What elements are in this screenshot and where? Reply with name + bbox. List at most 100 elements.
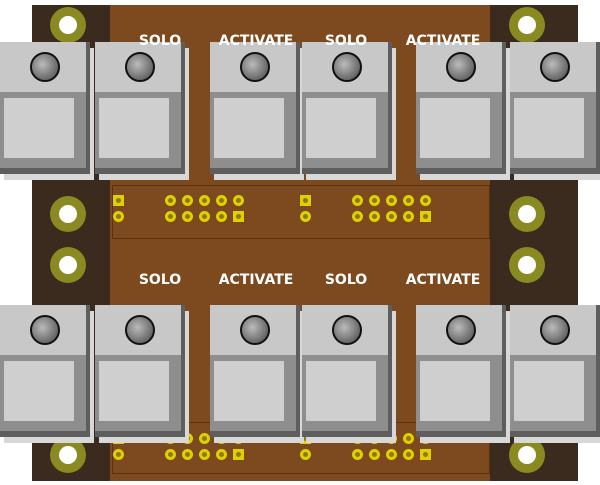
trace <box>112 185 490 239</box>
header-pad <box>352 433 363 444</box>
header-pad <box>165 433 176 444</box>
header-pad <box>403 449 414 460</box>
led-indicator-icon <box>30 52 60 82</box>
mounting-hole <box>50 247 86 283</box>
header-pad <box>352 449 363 460</box>
switch-cap <box>514 361 584 421</box>
header-pad <box>403 433 414 444</box>
header-pad <box>113 433 124 444</box>
header-pad <box>233 449 244 460</box>
led-indicator-icon <box>540 52 570 82</box>
switch-cap <box>99 98 169 158</box>
led-indicator-icon <box>30 315 60 345</box>
header-pad <box>386 195 397 206</box>
led-indicator-icon <box>125 52 155 82</box>
header-pad <box>403 211 414 222</box>
header-pad <box>403 195 414 206</box>
header-pad <box>352 195 363 206</box>
led-indicator-icon <box>240 52 270 82</box>
label-activate: ACTIVATE <box>405 272 481 288</box>
header-pad <box>182 449 193 460</box>
header-pad <box>300 195 311 206</box>
header-pad <box>233 195 244 206</box>
push-button-switch[interactable] <box>302 42 392 174</box>
header-pad <box>165 195 176 206</box>
header-pad <box>300 211 311 222</box>
switch-cap <box>4 361 74 421</box>
header-pad <box>182 211 193 222</box>
led-indicator-icon <box>332 52 362 82</box>
switch-cap <box>306 98 376 158</box>
mounting-hole <box>509 196 545 232</box>
label-activate: ACTIVATE <box>218 272 294 288</box>
push-button-switch[interactable] <box>0 305 90 437</box>
header-pad <box>182 195 193 206</box>
header-pad <box>386 211 397 222</box>
label-solo: SOLO <box>324 33 368 49</box>
header-pad <box>369 449 380 460</box>
header-pad <box>369 211 380 222</box>
mounting-hole <box>509 247 545 283</box>
mounting-hole <box>509 437 545 473</box>
mounting-hole <box>50 196 86 232</box>
header-pad <box>182 433 193 444</box>
switch-cap <box>214 361 284 421</box>
label-activate: ACTIVATE <box>405 33 481 49</box>
mounting-hole <box>50 437 86 473</box>
header-pad <box>386 449 397 460</box>
led-indicator-icon <box>540 315 570 345</box>
switch-cap <box>514 98 584 158</box>
header-pad <box>420 449 431 460</box>
mounting-hole <box>50 7 86 43</box>
header-pad <box>352 211 363 222</box>
header-pad <box>165 211 176 222</box>
push-button-switch[interactable] <box>416 42 506 174</box>
header-pad <box>165 449 176 460</box>
header-pad <box>216 433 227 444</box>
header-pad <box>233 211 244 222</box>
switch-cap <box>420 361 490 421</box>
push-button-switch[interactable] <box>510 42 600 174</box>
header-pad <box>300 433 311 444</box>
label-solo: SOLO <box>138 33 182 49</box>
header-pad <box>199 433 210 444</box>
label-solo: SOLO <box>138 272 182 288</box>
led-indicator-icon <box>240 315 270 345</box>
header-pad <box>233 433 244 444</box>
header-pad <box>216 211 227 222</box>
header-pad <box>420 195 431 206</box>
trace <box>112 422 490 474</box>
led-indicator-icon <box>125 315 155 345</box>
push-button-switch[interactable] <box>210 305 300 437</box>
led-indicator-icon <box>446 52 476 82</box>
header-pad <box>113 211 124 222</box>
push-button-switch[interactable] <box>0 42 90 174</box>
led-indicator-icon <box>332 315 362 345</box>
label-activate: ACTIVATE <box>218 33 294 49</box>
header-pad <box>199 211 210 222</box>
push-button-switch[interactable] <box>510 305 600 437</box>
switch-cap <box>99 361 169 421</box>
push-button-switch[interactable] <box>416 305 506 437</box>
header-pad <box>300 449 311 460</box>
header-pad <box>420 211 431 222</box>
switch-cap <box>306 361 376 421</box>
header-pad <box>199 195 210 206</box>
push-button-switch[interactable] <box>302 305 392 437</box>
header-pad <box>113 449 124 460</box>
header-pad <box>113 195 124 206</box>
label-solo: SOLO <box>324 272 368 288</box>
header-pad <box>420 433 431 444</box>
push-button-switch[interactable] <box>210 42 300 174</box>
header-pad <box>216 449 227 460</box>
switch-cap <box>4 98 74 158</box>
mounting-hole <box>509 7 545 43</box>
header-pad <box>369 433 380 444</box>
switch-cap <box>420 98 490 158</box>
push-button-switch[interactable] <box>95 42 185 174</box>
header-pad <box>199 449 210 460</box>
led-indicator-icon <box>446 315 476 345</box>
push-button-switch[interactable] <box>95 305 185 437</box>
header-pad <box>369 195 380 206</box>
header-pad <box>216 195 227 206</box>
